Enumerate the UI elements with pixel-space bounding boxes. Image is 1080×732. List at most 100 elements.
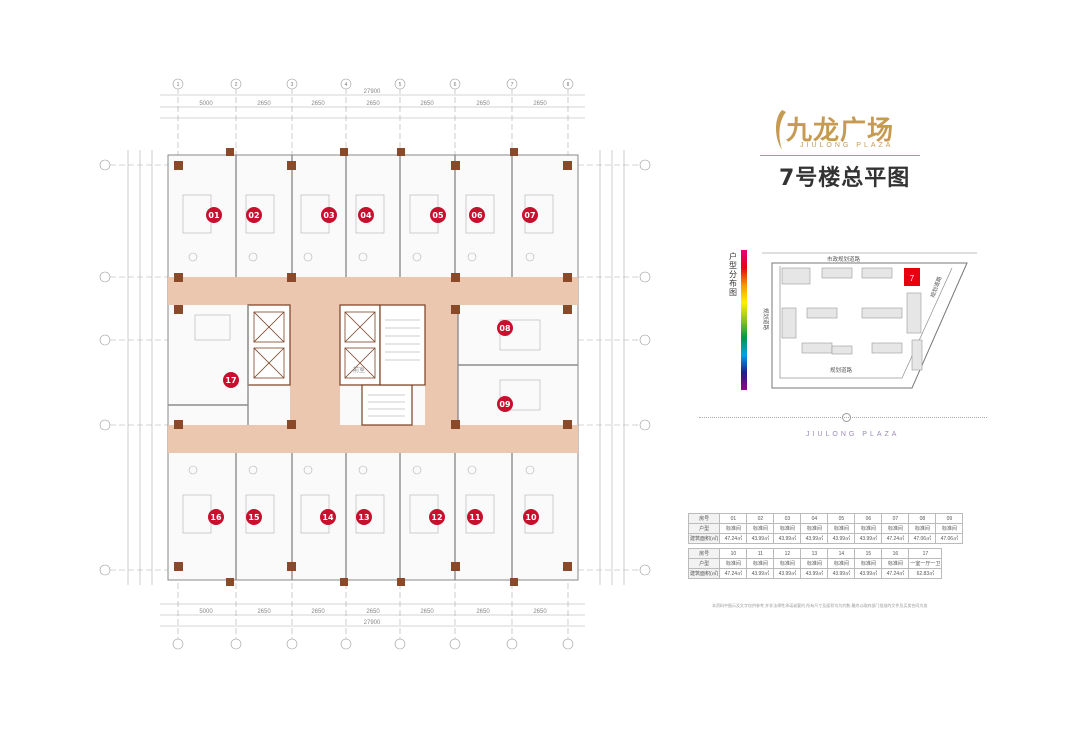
table-cell: 12 xyxy=(773,548,802,559)
brand-name-en: JIULONG PLAZA xyxy=(800,142,894,149)
grid-bubbles xyxy=(99,78,651,650)
grid-label: 7 xyxy=(511,82,514,88)
table-cell: 标准间 xyxy=(881,523,910,534)
key-plan-color-bar xyxy=(741,250,747,390)
table-row: 户型 标准间 标准间 标准间 标准间 标准间 标准间 标准间 标准间 标准间 xyxy=(687,523,964,534)
unit-label: 04 xyxy=(360,211,372,220)
elevator-core xyxy=(247,304,426,426)
table-cell: 01 xyxy=(719,513,748,524)
dimension: 2650 xyxy=(420,609,434,615)
unit-table-1: 房号 01 02 03 04 05 06 07 08 09 户型 标准间 标准间… xyxy=(687,513,964,544)
table-cell: 标准间 xyxy=(773,523,802,534)
grid-bubble-labels: 1 2 3 4 5 6 7 8 xyxy=(177,82,570,88)
table-cell: 标准间 xyxy=(719,558,748,569)
table-cell: 标准间 xyxy=(935,523,964,534)
unit-label: 02 xyxy=(248,211,259,220)
furniture xyxy=(182,194,554,534)
title-divider xyxy=(760,155,920,156)
unit-badges xyxy=(206,207,539,525)
table-cell: 标准间 xyxy=(719,523,748,534)
table-row: 房号 01 02 03 04 05 06 07 08 09 xyxy=(687,513,964,524)
highlighted-building-label: 7 xyxy=(910,274,915,283)
table-cell: 一室一厅一卫 xyxy=(908,558,943,569)
brand-logo-icon xyxy=(776,110,786,150)
overall-dimension: 27900 xyxy=(364,89,381,95)
unit-label: 05 xyxy=(432,211,444,220)
table-row: 建筑面积(㎡) 47.24㎡ 43.99㎡ 43.99㎡ 43.99㎡ 43.9… xyxy=(687,568,943,579)
table-cell: 13 xyxy=(800,548,829,559)
unit-label: 16 xyxy=(210,513,222,522)
dimension-texts: 27900 27900 5000 2650 2650 2650 2650 265… xyxy=(199,89,547,626)
table-row: 户型 标准间 标准间 标准间 标准间 标准间 标准间 标准间 一室一厅一卫 xyxy=(687,558,943,569)
table-cell: 标准间 xyxy=(827,523,856,534)
table-cell: 标准间 xyxy=(800,558,829,569)
unit-label: 12 xyxy=(431,513,442,522)
table-cell: 43.99㎡ xyxy=(854,568,883,579)
grid-label: 8 xyxy=(567,82,570,88)
table-cell: 47.06㎡ xyxy=(908,533,937,544)
overall-dimension: 27900 xyxy=(364,620,381,626)
grid-label: 5 xyxy=(399,82,402,88)
disclaimer-footnote: 本资料中图示及文字仅供参考,并非法律性承诺或要约,所有尺寸及面积均为约数,最终以… xyxy=(712,603,928,608)
table-header: 房号 xyxy=(687,548,721,559)
table-header: 建筑面积(㎡) xyxy=(687,533,721,544)
unit-walls xyxy=(168,155,578,580)
dimension: 2650 xyxy=(366,609,380,615)
table-cell: 标准间 xyxy=(827,558,856,569)
unit-label: 13 xyxy=(358,513,369,522)
divider-circle-icon xyxy=(842,413,851,422)
columns xyxy=(174,148,572,586)
dimension: 2650 xyxy=(366,101,380,107)
dimension: 2650 xyxy=(476,101,490,107)
table-cell: 标准间 xyxy=(746,558,775,569)
table-cell: 47.24㎡ xyxy=(719,533,748,544)
table-cell: 43.99㎡ xyxy=(746,568,775,579)
elevator-lobby-label: 前室 xyxy=(353,366,365,374)
table-cell: 43.99㎡ xyxy=(773,568,802,579)
table-cell: 标准间 xyxy=(854,523,883,534)
unit-label: 14 xyxy=(322,513,334,522)
road-north: 市政规划道路 xyxy=(827,255,861,263)
dimension: 5000 xyxy=(199,101,213,107)
table-cell: 43.99㎡ xyxy=(773,533,802,544)
dimension: 2650 xyxy=(476,609,490,615)
table-header: 建筑面积(㎡) xyxy=(687,568,721,579)
table-cell: 17 xyxy=(908,548,943,559)
table-header: 户型 xyxy=(687,558,721,569)
table-cell: 47.24㎡ xyxy=(881,568,910,579)
unit-badge-labels: 01 02 03 04 05 06 07 08 09 17 16 15 14 1… xyxy=(208,211,537,522)
table-header: 房号 xyxy=(687,513,721,524)
table-cell: 43.99㎡ xyxy=(746,533,775,544)
highlighted-building xyxy=(904,268,920,286)
unit-label: 17 xyxy=(225,376,236,385)
table-cell: 06 xyxy=(854,513,883,524)
table-row: 房号 10 11 12 13 14 15 16 17 xyxy=(687,548,943,559)
grid-label: 3 xyxy=(291,82,294,88)
dimension: 2650 xyxy=(257,609,271,615)
grid-label: 4 xyxy=(345,82,348,88)
stairs xyxy=(368,319,420,417)
dimension: 2650 xyxy=(420,101,434,107)
table-header: 户型 xyxy=(687,523,721,534)
table-cell: 43.99㎡ xyxy=(827,568,856,579)
table-cell: 标准间 xyxy=(773,558,802,569)
unit-label: 15 xyxy=(248,513,260,522)
table-row: 建筑面积(㎡) 47.24㎡ 43.99㎡ 43.99㎡ 43.99㎡ 43.9… xyxy=(687,533,964,544)
unit-label: 01 xyxy=(208,211,220,220)
unit-label: 06 xyxy=(471,211,483,220)
table-cell: 47.24㎡ xyxy=(881,533,910,544)
table-cell: 43.99㎡ xyxy=(800,533,829,544)
table-cell: 08 xyxy=(908,513,937,524)
unit-label: 09 xyxy=(499,400,511,409)
table-cell: 07 xyxy=(881,513,910,524)
unit-label: 08 xyxy=(499,324,511,333)
grid-label: 6 xyxy=(454,82,457,88)
table-cell: 43.99㎡ xyxy=(854,533,883,544)
grid-label: 1 xyxy=(177,82,180,88)
table-cell: 43.99㎡ xyxy=(800,568,829,579)
table-cell: 43.99㎡ xyxy=(827,533,856,544)
unit-label: 11 xyxy=(469,513,481,522)
table-cell: 47.06㎡ xyxy=(935,533,964,544)
table-cell: 16 xyxy=(881,548,910,559)
